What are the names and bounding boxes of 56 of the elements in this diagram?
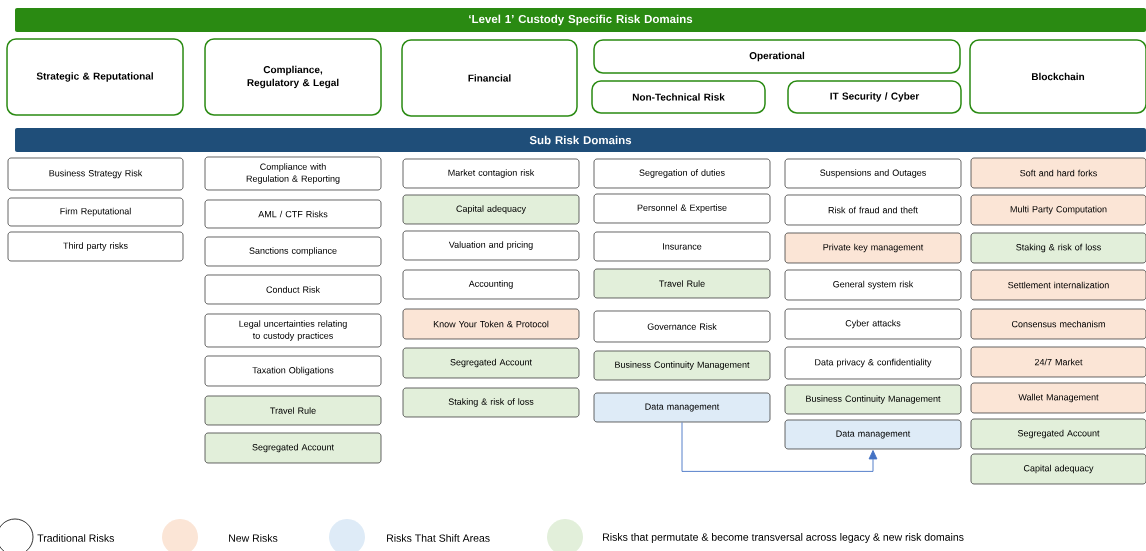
risk-box: General system risk bbox=[784, 269, 962, 301]
risk-box: Legal uncertainties relating to custody practices bbox=[204, 313, 382, 348]
risk-box: Sanctions compliance bbox=[204, 236, 382, 267]
domain-box: IT Security / Cyber bbox=[787, 80, 962, 114]
risk-box: Travel Rule bbox=[593, 268, 771, 299]
risk-box: Data management bbox=[593, 392, 771, 423]
risk-box: Capital adequacy bbox=[970, 453, 1146, 485]
domain-box: Non-Technical Risk bbox=[591, 80, 766, 114]
risk-box: Third party risks bbox=[7, 231, 184, 262]
risk-box: Personnel & Expertise bbox=[593, 193, 771, 224]
risk-box: Data management bbox=[784, 419, 962, 450]
risk-box: Know Your Token & Protocol bbox=[402, 308, 580, 340]
risk-box: Segregated Account bbox=[204, 432, 382, 464]
risk-box: Travel Rule bbox=[204, 395, 382, 426]
risk-box: Business Continuity Management bbox=[784, 384, 962, 415]
risk-box: Compliance with Regulation & Reporting bbox=[204, 156, 382, 191]
risk-box: Private key management bbox=[784, 232, 962, 264]
section-banner: Sub Risk Domains bbox=[15, 128, 1146, 152]
risk-box: Settlement internalization bbox=[970, 269, 1146, 301]
risk-box: Valuation and pricing bbox=[402, 230, 580, 261]
risk-box: Cyber attacks bbox=[784, 308, 962, 340]
domain-box: Strategic & Reputational bbox=[6, 38, 184, 116]
legend-label: Risks That Shift Areas bbox=[387, 534, 490, 542]
risk-box: Multi Party Computation bbox=[970, 194, 1146, 226]
legend-label: New Risks bbox=[229, 534, 278, 542]
risk-box: Staking & risk of loss bbox=[402, 387, 580, 418]
risk-box: Segregated Account bbox=[402, 347, 580, 379]
risk-box: Firm Reputational bbox=[7, 197, 184, 227]
risk-box: Consensus mechanism bbox=[970, 308, 1146, 340]
risk-box: Insurance bbox=[593, 231, 771, 262]
domain-box: Compliance, Regulatory & Legal bbox=[204, 38, 382, 116]
risk-box: AML / CTF Risks bbox=[204, 199, 382, 229]
risk-box: Capital adequacy bbox=[402, 194, 580, 225]
domain-box: Financial bbox=[401, 39, 578, 117]
risk-box: Governance Risk bbox=[593, 310, 771, 343]
legend-label: Traditional Risks bbox=[37, 534, 114, 542]
risk-box: Suspensions and Outages bbox=[784, 158, 962, 189]
risk-box: Business Continuity Management bbox=[593, 350, 771, 381]
risk-box: Wallet Management bbox=[970, 382, 1146, 414]
risk-box: Staking & risk of loss bbox=[970, 232, 1146, 264]
risk-box: Market contagion risk bbox=[402, 158, 580, 189]
risk-box: Risk of fraud and theft bbox=[784, 194, 962, 226]
risk-box: Data privacy & confidentiality bbox=[784, 346, 962, 380]
risk-box: Business Strategy Risk bbox=[7, 157, 184, 191]
arrow bbox=[681, 421, 878, 472]
risk-box: Taxation Obligations bbox=[204, 355, 382, 387]
risk-box: Segregated Account bbox=[970, 418, 1146, 450]
risk-box: 24/7 Market bbox=[970, 346, 1146, 378]
domain-box: Blockchain bbox=[969, 39, 1146, 114]
title-banner: ‘Level 1’ Custody Specific Risk Domains bbox=[15, 8, 1146, 32]
risk-box: Conduct Risk bbox=[204, 274, 382, 305]
risk-box: Segregation of duties bbox=[593, 158, 771, 189]
legend-label: Risks that permutate & become transversal across legacy & new risk domains bbox=[603, 533, 964, 543]
risk-box: Accounting bbox=[402, 269, 580, 300]
domain-box: Operational bbox=[593, 39, 961, 74]
risk-box: Soft and hard forks bbox=[970, 157, 1146, 189]
